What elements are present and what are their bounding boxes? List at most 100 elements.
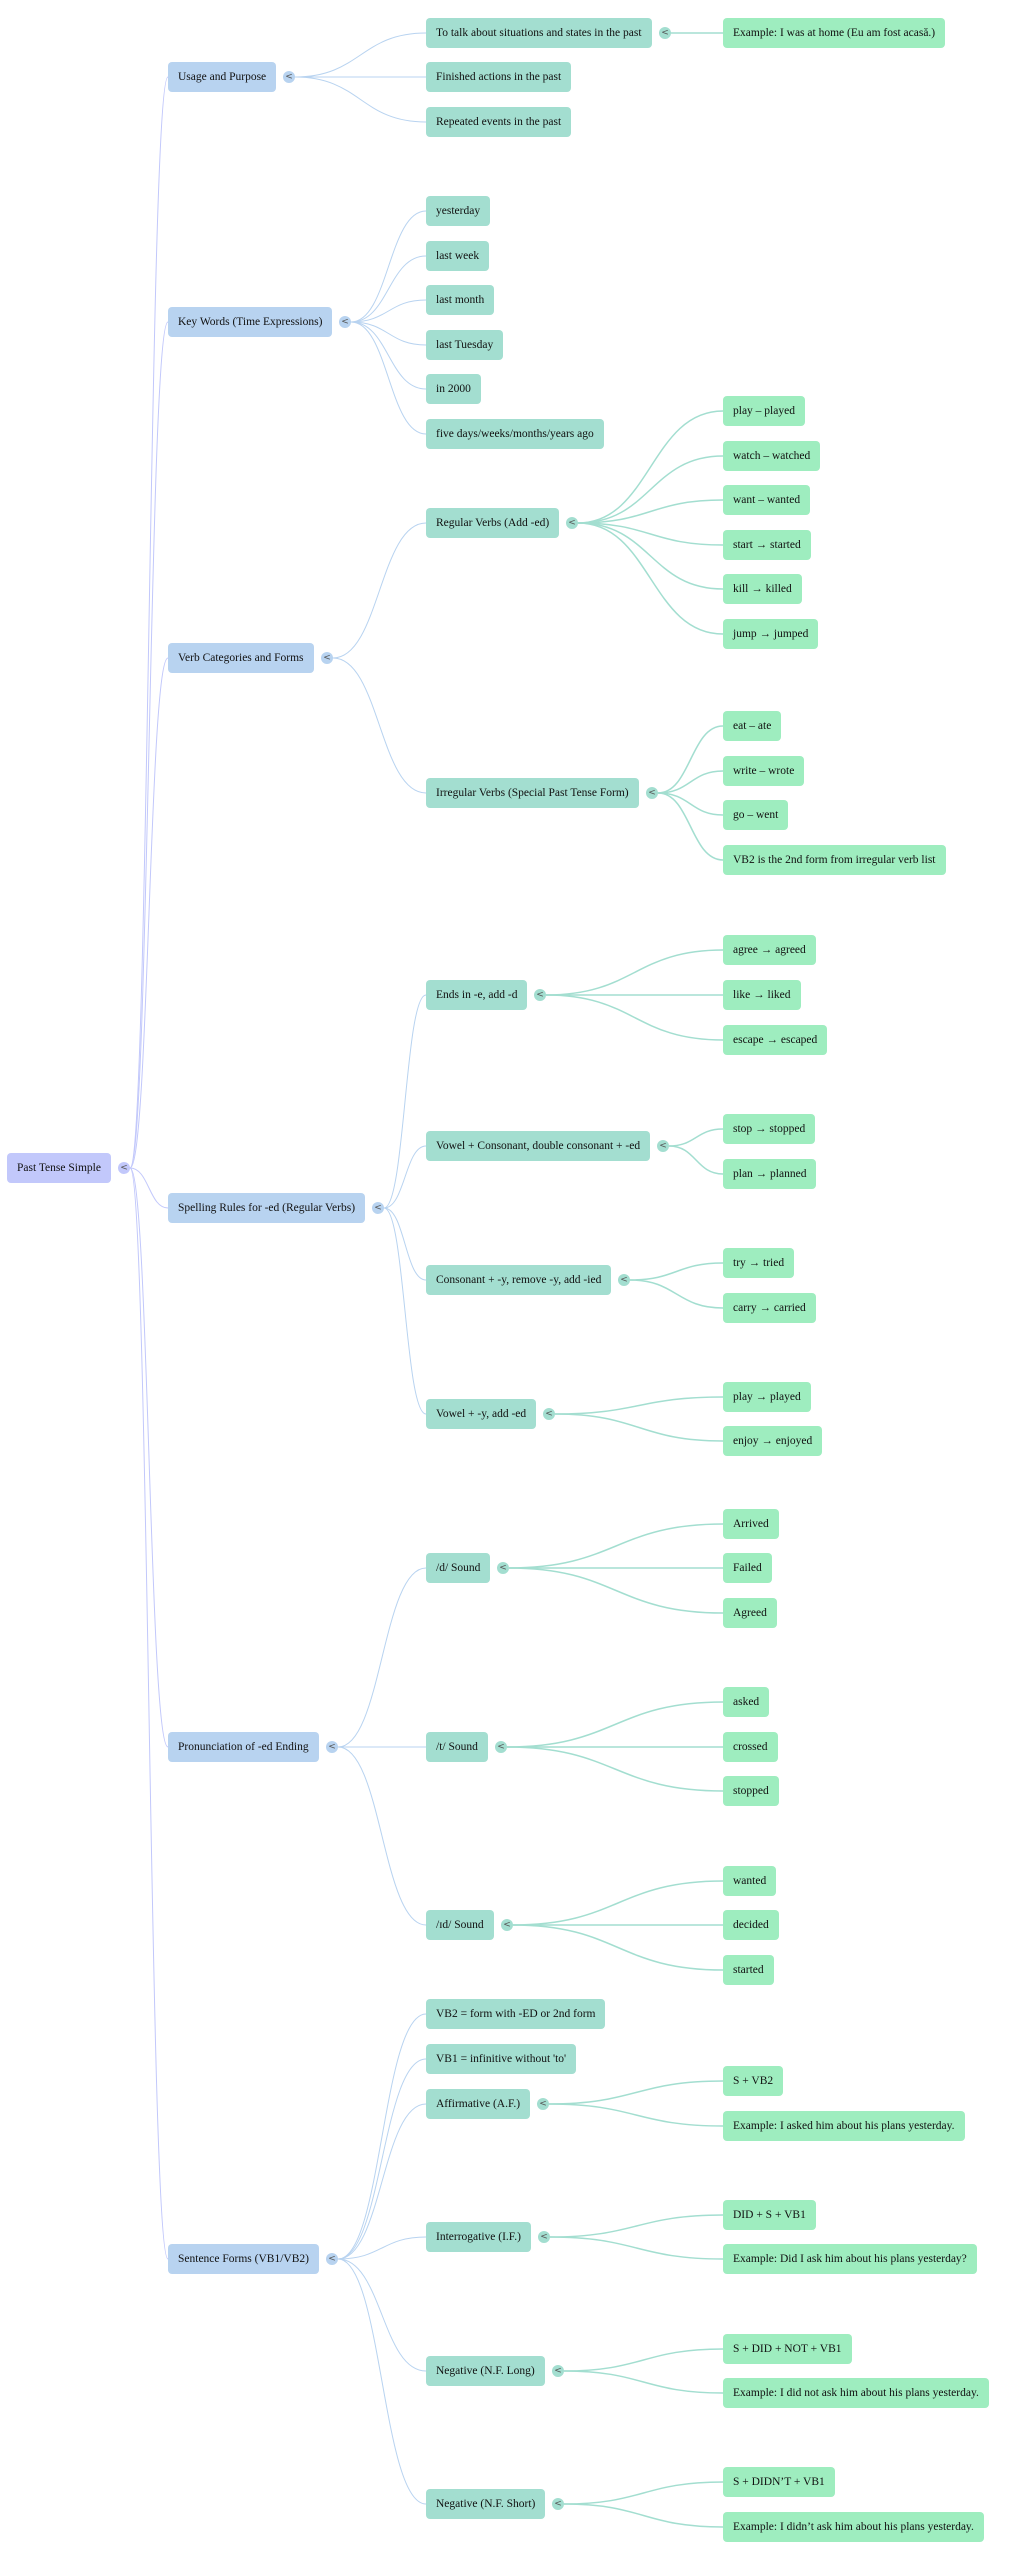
mindmap-node-agreed[interactable]: Agreed bbox=[723, 1598, 777, 1628]
mindmap-node-negative-n-f-long[interactable]: Negative (N.F. Long) bbox=[426, 2356, 545, 2386]
mindmap-node-vb2-is-the-2nd-form-from-irregular-verb-[interactable]: VB2 is the 2nd form from irregular verb … bbox=[723, 845, 946, 875]
mindmap-node-start-started[interactable]: start → started bbox=[723, 530, 811, 560]
collapse-toggle-icon[interactable]: < bbox=[566, 517, 578, 529]
mindmap-node-crossed[interactable]: crossed bbox=[723, 1732, 778, 1762]
mindmap-node-s-did-not-vb1[interactable]: S + DID + NOT + VB1 bbox=[723, 2334, 852, 2364]
mindmap-node-arrived[interactable]: Arrived bbox=[723, 1509, 779, 1539]
mindmap-node-s-didn-t-vb1[interactable]: S + DIDN’T + VB1 bbox=[723, 2467, 835, 2497]
link-line bbox=[332, 522, 427, 659]
mindmap-node-usage-and-purpose[interactable]: Usage and Purpose bbox=[168, 62, 277, 92]
collapse-toggle-icon[interactable]: < bbox=[543, 1408, 555, 1420]
mindmap-node-example-i-did-not-ask-him-about-his-plan[interactable]: Example: I did not ask him about his pla… bbox=[723, 2378, 989, 2408]
mindmap-node-finished-actions-in-the-past[interactable]: Finished actions in the past bbox=[426, 62, 572, 92]
collapse-toggle-icon[interactable]: < bbox=[497, 1562, 509, 1574]
collapse-toggle-icon[interactable]: < bbox=[118, 1162, 130, 1174]
mindmap-node-vb2-form-with-ed-or-2nd-form[interactable]: VB2 = form with -ED or 2nd form bbox=[426, 1999, 606, 2029]
collapse-toggle-icon[interactable]: < bbox=[552, 2365, 564, 2377]
collapse-toggle-icon[interactable]: < bbox=[538, 2231, 550, 2243]
mindmap-node-like-liked[interactable]: like → liked bbox=[723, 980, 801, 1010]
mindmap-node-escape-escaped[interactable]: escape → escaped bbox=[723, 1025, 828, 1055]
link-line bbox=[577, 522, 724, 590]
mindmap-node-irregular-verbs-special-past-tense-form[interactable]: Irregular Verbs (Special Past Tense Form… bbox=[426, 778, 639, 808]
mindmap-node-watch-watched[interactable]: watch – watched bbox=[723, 441, 821, 471]
collapse-toggle-icon[interactable]: < bbox=[501, 1919, 513, 1931]
mindmap-node-pronunciation-of-ed-ending[interactable]: Pronunciation of -ed Ending bbox=[168, 1732, 319, 1762]
mindmap-node-interrogative-i-f[interactable]: Interrogative (I.F.) bbox=[426, 2222, 531, 2252]
collapse-toggle-icon[interactable]: < bbox=[537, 2098, 549, 2110]
mindmap-node-last-week[interactable]: last week bbox=[426, 241, 490, 271]
collapse-toggle-icon[interactable]: < bbox=[326, 2253, 338, 2265]
link-line bbox=[548, 2103, 724, 2127]
mindmap-node-play-played[interactable]: play – played bbox=[723, 396, 805, 426]
mindmap-node-vowel-y-add-ed[interactable]: Vowel + -y, add -ed bbox=[426, 1399, 537, 1429]
mindmap-node-verb-categories-and-forms[interactable]: Verb Categories and Forms bbox=[168, 643, 314, 673]
mindmap-node-write-wrote[interactable]: write – wrote bbox=[723, 756, 805, 786]
mindmap-node-last-tuesday[interactable]: last Tuesday bbox=[426, 330, 504, 360]
mindmap-node-eat-ate[interactable]: eat – ate bbox=[723, 711, 782, 741]
mindmap-node-in-2000[interactable]: in 2000 bbox=[426, 374, 481, 404]
collapse-toggle-icon[interactable]: < bbox=[657, 1140, 669, 1152]
mindmap-node-agree-agreed[interactable]: agree → agreed bbox=[723, 935, 816, 965]
mindmap-node-repeated-events-in-the-past[interactable]: Repeated events in the past bbox=[426, 107, 572, 137]
mindmap-node-d-sound[interactable]: /d/ Sound bbox=[426, 1553, 491, 1583]
mindmap-node-negative-n-f-short[interactable]: Negative (N.F. Short) bbox=[426, 2489, 546, 2519]
mindmap-node-enjoy-enjoyed[interactable]: enjoy → enjoyed bbox=[723, 1426, 823, 1456]
link-line bbox=[350, 210, 427, 323]
link-line bbox=[337, 2103, 427, 2260]
mindmap-node-stop-stopped[interactable]: stop → stopped bbox=[723, 1114, 816, 1144]
mindmap-node-sentence-forms-vb1-vb2[interactable]: Sentence Forms (VB1/VB2) bbox=[168, 2244, 319, 2274]
collapse-toggle-icon[interactable]: < bbox=[339, 316, 351, 328]
collapse-toggle-icon[interactable]: < bbox=[372, 1202, 384, 1214]
mindmap-node-decided[interactable]: decided bbox=[723, 1910, 779, 1940]
link-line bbox=[554, 1396, 724, 1415]
mindmap-node-did-s-vb1[interactable]: DID + S + VB1 bbox=[723, 2200, 816, 2230]
mindmap-node-example-i-didn-t-ask-him-about-his-plans[interactable]: Example: I didn’t ask him about his plan… bbox=[723, 2512, 984, 2542]
mindmap-node-ends-in-e-add-d[interactable]: Ends in -e, add -d bbox=[426, 980, 528, 1010]
collapse-toggle-icon[interactable]: < bbox=[326, 1741, 338, 1753]
collapse-toggle-icon[interactable]: < bbox=[534, 989, 546, 1001]
mindmap-node-example-i-was-at-home-eu-am-fost-acas[interactable]: Example: I was at home (Eu am fost acasă… bbox=[723, 18, 946, 48]
link-line bbox=[129, 1167, 169, 1209]
mindmap-node-to-talk-about-situations-and-states-in-t[interactable]: To talk about situations and states in t… bbox=[426, 18, 652, 48]
mindmap-node-go-went[interactable]: go – went bbox=[723, 800, 789, 830]
collapse-toggle-icon[interactable]: < bbox=[618, 1274, 630, 1286]
mindmap-node-stopped[interactable]: stopped bbox=[723, 1776, 779, 1806]
collapse-toggle-icon[interactable]: < bbox=[646, 787, 658, 799]
mindmap-node-t-sound[interactable]: /t/ Sound bbox=[426, 1732, 488, 1762]
mindmap-node-affirmative-a-f[interactable]: Affirmative (A.F.) bbox=[426, 2089, 531, 2119]
mindmap-node-yesterday[interactable]: yesterday bbox=[426, 196, 491, 226]
mindmap-node-want-wanted[interactable]: want – wanted bbox=[723, 485, 811, 515]
collapse-toggle-icon[interactable]: < bbox=[321, 652, 333, 664]
mindmap-node-five-days-weeks-months-years-ago[interactable]: five days/weeks/months/years ago bbox=[426, 419, 604, 449]
collapse-toggle-icon[interactable]: < bbox=[283, 71, 295, 83]
mindmap-node-jump-jumped[interactable]: jump → jumped bbox=[723, 619, 819, 649]
mindmap-node-example-did-i-ask-him-about-his-plans-ye[interactable]: Example: Did I ask him about his plans y… bbox=[723, 2244, 977, 2274]
mindmap-node-try-tried[interactable]: try → tried bbox=[723, 1248, 795, 1278]
link-line bbox=[294, 32, 427, 78]
mindmap-node-play-played[interactable]: play → played bbox=[723, 1382, 811, 1412]
collapse-toggle-icon[interactable]: < bbox=[495, 1741, 507, 1753]
link-line bbox=[506, 1746, 724, 1792]
mindmap-node-consonant-y-remove-y-add-ied[interactable]: Consonant + -y, remove -y, add -ied bbox=[426, 1265, 612, 1295]
mindmap-node-spelling-rules-for-ed-regular-verbs[interactable]: Spelling Rules for -ed (Regular Verbs) bbox=[168, 1193, 366, 1223]
mindmap-node-carry-carried[interactable]: carry → carried bbox=[723, 1293, 816, 1323]
mindmap-node-s-vb2[interactable]: S + VB2 bbox=[723, 2066, 784, 2096]
mindmap-node-failed[interactable]: Failed bbox=[723, 1553, 772, 1583]
mindmap-node-vb1-infinitive-without-to[interactable]: VB1 = infinitive without 'to' bbox=[426, 2044, 577, 2074]
collapse-toggle-icon[interactable]: < bbox=[659, 27, 671, 39]
link-line bbox=[577, 522, 724, 546]
link-line bbox=[577, 522, 724, 635]
mindmap-node-key-words-time-expressions[interactable]: Key Words (Time Expressions) bbox=[168, 307, 333, 337]
mindmap-node-wanted[interactable]: wanted bbox=[723, 1866, 777, 1896]
mindmap-node-started[interactable]: started bbox=[723, 1955, 774, 1985]
mindmap-node-asked[interactable]: asked bbox=[723, 1687, 770, 1717]
mindmap-node-last-month[interactable]: last month bbox=[426, 285, 495, 315]
root-node[interactable]: Past Tense Simple bbox=[7, 1153, 111, 1183]
mindmap-node-example-i-asked-him-about-his-plans-yest[interactable]: Example: I asked him about his plans yes… bbox=[723, 2111, 965, 2141]
mindmap-node-regular-verbs-add-ed[interactable]: Regular Verbs (Add -ed) bbox=[426, 508, 560, 538]
mindmap-node-d-sound[interactable]: /ɪd/ Sound bbox=[426, 1910, 494, 1940]
mindmap-node-plan-planned[interactable]: plan → planned bbox=[723, 1159, 817, 1189]
mindmap-node-kill-killed[interactable]: kill → killed bbox=[723, 574, 802, 604]
collapse-toggle-icon[interactable]: < bbox=[552, 2498, 564, 2510]
mindmap-node-vowel-consonant-double-consonant-ed[interactable]: Vowel + Consonant, double consonant + -e… bbox=[426, 1131, 651, 1161]
